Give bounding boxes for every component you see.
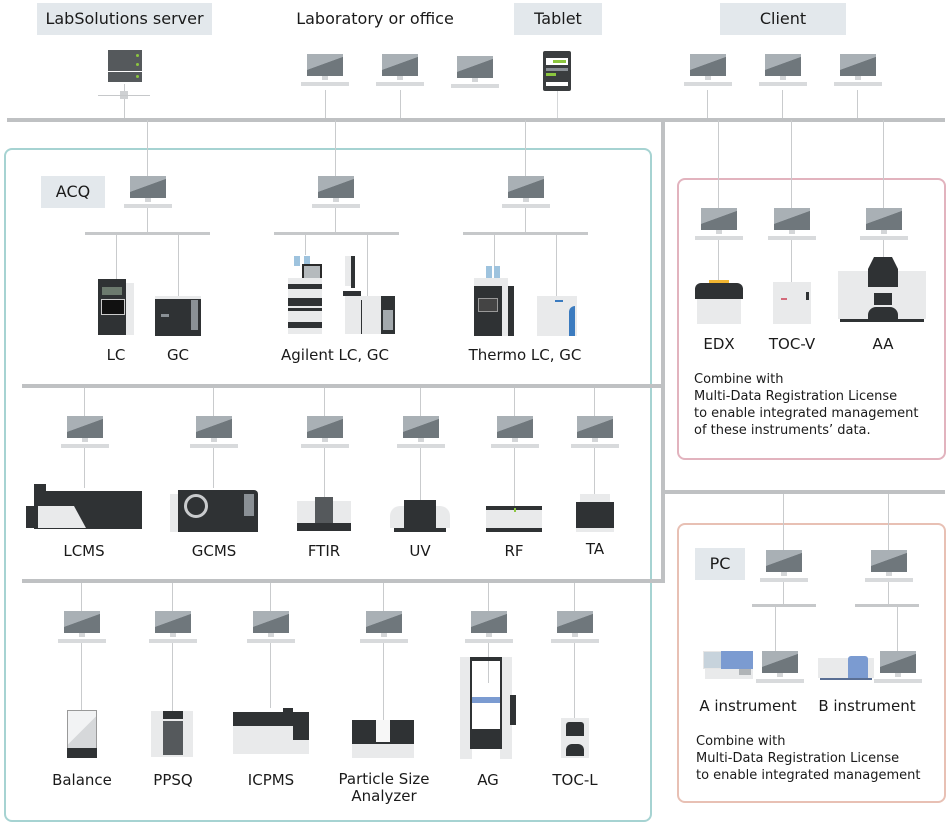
toc-l-instrument-icon [561, 718, 589, 758]
pc-icon [760, 550, 808, 588]
gc-instrument-icon [155, 296, 201, 336]
note-line: Combine with [694, 372, 784, 387]
b-instrument-icon [818, 656, 874, 680]
label-laboratory-or-office: Laboratory or office [296, 9, 454, 28]
instrument-label-lcms: LCMS [63, 542, 105, 560]
note-line: Multi-Data Registration License [696, 751, 900, 766]
pc-icon [149, 611, 197, 649]
instrument-label-aa: AA [872, 335, 894, 353]
pc-icon [756, 651, 804, 689]
instrument-label-rf: RF [504, 542, 524, 560]
uv-instrument-icon [390, 500, 450, 532]
pc-icon [465, 611, 513, 649]
pc-icon [874, 651, 922, 689]
laptop-icon [451, 56, 499, 94]
pc-icon [695, 208, 743, 246]
pc-icon [571, 416, 619, 454]
tablet-icon [543, 51, 571, 91]
thermo-gc-instrument-icon [537, 296, 577, 336]
pc-group-box [677, 523, 946, 803]
pc-icon [491, 416, 539, 454]
note-line: of these instruments’ data. [694, 423, 871, 438]
pc-icon [312, 176, 360, 214]
pc-icon [865, 550, 913, 588]
label-client: Client [720, 3, 846, 35]
icpms-instrument-icon [233, 708, 309, 756]
pc-tag: PC [695, 548, 745, 580]
instrument-label-thermo: Thermo LC, GC [468, 346, 582, 364]
pc-icon [360, 611, 408, 649]
particle-size-analyzer-icon [352, 720, 414, 758]
note-line: Multi-Data Registration License [694, 389, 898, 404]
balance-instrument-icon [65, 710, 99, 758]
label-labsolutions-server: LabSolutions server [37, 3, 212, 35]
pc-icon [551, 611, 599, 649]
instrument-label-icpms: ICPMS [247, 771, 295, 789]
pc-icon [502, 176, 550, 214]
client-box-note: Combine with Multi-Data Registration Lic… [694, 371, 934, 439]
instrument-label-ppsq: PPSQ [153, 771, 193, 789]
lcms-instrument-icon [26, 484, 142, 532]
a-instrument-icon [703, 651, 755, 679]
instrument-label-edx: EDX [703, 335, 735, 353]
note-line: to enable integrated management [696, 768, 921, 783]
instrument-label-gc: GC [166, 346, 190, 364]
pc-icon [860, 208, 908, 246]
ag-instrument-icon [460, 657, 518, 759]
instrument-label-uv: UV [409, 542, 431, 560]
acq-group-box [4, 148, 652, 822]
pc-icon [124, 176, 172, 214]
toc-v-instrument-icon [773, 282, 811, 324]
rf-instrument-icon [486, 506, 542, 532]
pc-icon [397, 416, 445, 454]
pc-icon [58, 611, 106, 649]
pc-icon [376, 54, 424, 92]
aa-instrument-icon [838, 257, 926, 323]
client-pc-icon [684, 54, 732, 92]
ppsq-instrument-icon [151, 711, 193, 757]
label-tablet: Tablet [514, 3, 602, 35]
acq-row2-bus [22, 384, 664, 388]
instrument-label-b-instrument: B instrument [818, 697, 916, 715]
instrument-label-balance: Balance [52, 771, 112, 789]
pc-icon [301, 416, 349, 454]
pc-icon [61, 416, 109, 454]
instrument-label-lc: LC [106, 346, 126, 364]
instrument-label-ta: TA [585, 540, 605, 558]
server-icon [108, 50, 142, 84]
pc-icon [301, 54, 349, 92]
pc-box-note: Combine with Multi-Data Registration Lic… [696, 733, 936, 784]
pc-icon [190, 416, 238, 454]
main-network-bus [7, 118, 945, 122]
thermo-lc-instrument-icon [474, 266, 516, 336]
pc-icon [247, 611, 295, 649]
agilent-lc-instrument-icon [288, 256, 324, 334]
ta-instrument-icon [576, 494, 614, 532]
client-pc-icon [759, 54, 807, 92]
note-line: Combine with [696, 734, 786, 749]
agilent-gc-instrument-icon [341, 256, 395, 334]
instrument-label-gcms: GCMS [191, 542, 237, 560]
gcms-instrument-icon [170, 490, 258, 532]
pc-icon [768, 208, 816, 246]
instrument-label-particle-size-analyzer: Particle Size Analyzer [338, 770, 430, 805]
instrument-label-a-instrument: A instrument [699, 697, 797, 715]
instrument-label-ag: AG [477, 771, 499, 789]
instrument-label-toc-l: TOC-L [552, 771, 598, 789]
note-line: to enable integrated management [694, 406, 919, 421]
lc-instrument-icon [98, 279, 134, 335]
instrument-label-toc-v: TOC-V [768, 335, 816, 353]
acq-tag: ACQ [41, 176, 105, 208]
client-pc-icon [834, 54, 882, 92]
edx-instrument-icon [695, 280, 743, 324]
instrument-label-agilent: Agilent LC, GC [281, 346, 389, 364]
ftir-instrument-icon [297, 497, 351, 531]
vertical-trunk-line [661, 118, 665, 583]
instrument-label-ftir: FTIR [307, 542, 341, 560]
acq-row3-bus [22, 579, 664, 583]
multi-data-client-group-box [677, 178, 946, 460]
